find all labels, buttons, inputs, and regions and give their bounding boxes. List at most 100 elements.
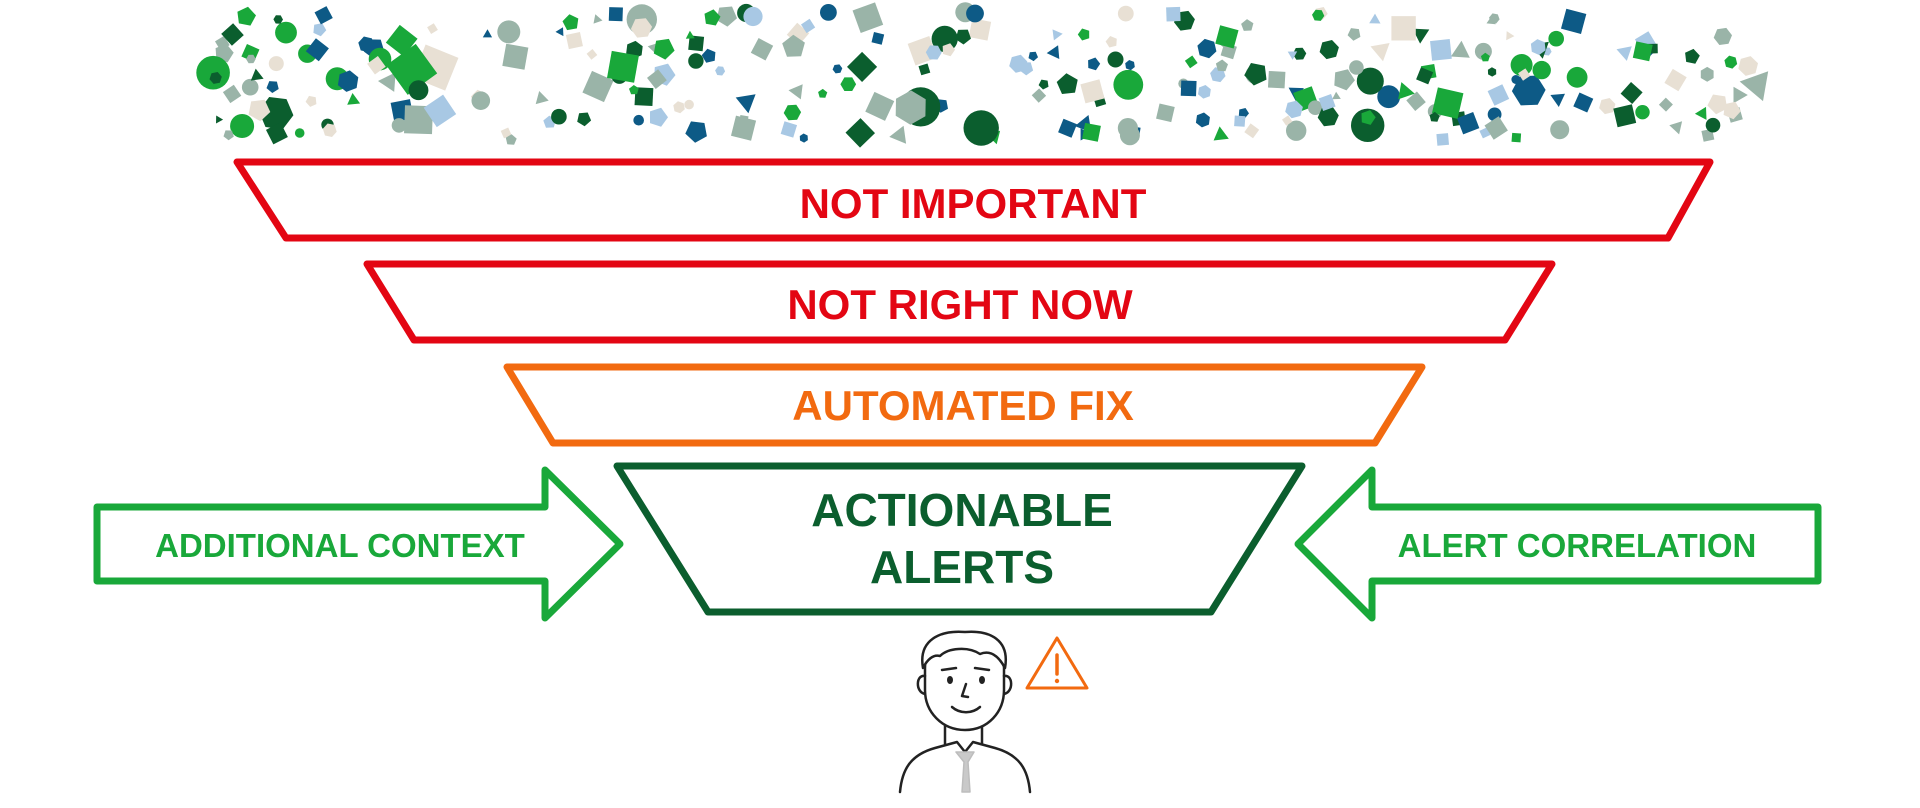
noise-shape xyxy=(209,72,222,84)
noise-shape xyxy=(1213,126,1229,141)
noise-shape xyxy=(314,6,333,25)
funnel-stage-not-important-outline xyxy=(233,158,1714,242)
person-icon xyxy=(898,630,1032,794)
noise-shape xyxy=(782,34,805,57)
noise-shape xyxy=(735,94,756,114)
noise-shape xyxy=(221,23,244,46)
noise-shape xyxy=(265,122,288,145)
noise-shape xyxy=(248,99,271,122)
noise-shape xyxy=(1244,123,1260,139)
noise-shape xyxy=(1244,63,1267,86)
noise-shape xyxy=(386,43,438,95)
noise-shape xyxy=(551,108,567,125)
noise-shape xyxy=(562,14,579,31)
noise-shape xyxy=(1510,54,1533,76)
alert-correlation-label: ALERT CORRELATION xyxy=(1398,527,1757,564)
noise-shape xyxy=(378,72,396,92)
noise-shape xyxy=(275,21,297,44)
noise-shape xyxy=(1416,67,1434,85)
noise-shape xyxy=(1377,85,1401,109)
noise-shape xyxy=(1450,40,1470,58)
noise-shape xyxy=(1058,118,1077,138)
noise-shape xyxy=(942,43,956,57)
noise-shape xyxy=(222,84,242,104)
noise-shape xyxy=(1082,122,1101,142)
noise-shape xyxy=(1613,104,1637,128)
noise-shape xyxy=(1318,94,1336,111)
noise-shape xyxy=(1088,57,1101,71)
funnel-stage-actionable-alerts-outline xyxy=(613,462,1306,616)
noise-shape xyxy=(1267,70,1286,89)
noise-shape xyxy=(305,38,329,62)
noise-shape xyxy=(1215,59,1228,72)
noise-shape xyxy=(1487,67,1497,77)
noise-shape xyxy=(925,45,942,60)
noise-shape xyxy=(688,35,705,52)
noise-shape xyxy=(1184,55,1198,69)
noise-shape xyxy=(1739,71,1769,102)
noise-shape xyxy=(230,114,255,138)
noise-shape xyxy=(268,56,284,72)
noise-shape xyxy=(404,105,433,135)
noise-shape xyxy=(577,112,592,127)
noise-shape xyxy=(1312,9,1325,21)
noise-shape xyxy=(963,110,999,146)
noise-shape xyxy=(685,30,695,39)
noise-shape xyxy=(1285,100,1303,119)
noise-shape xyxy=(608,7,623,22)
noise-shape xyxy=(1694,106,1707,120)
noise-shape xyxy=(1599,98,1616,115)
noise-shape xyxy=(1369,13,1381,24)
noise-shape xyxy=(1658,97,1673,112)
noise-shape xyxy=(871,32,885,45)
additional-context-label: ADDITIONAL CONTEXT xyxy=(155,527,525,564)
funnel-stage-not-important: NOT IMPORTANT xyxy=(233,158,1714,242)
noise-shape xyxy=(852,2,884,33)
noise-shape xyxy=(847,51,878,82)
noise-shape xyxy=(1487,84,1510,106)
noise-shape xyxy=(500,127,512,139)
noise-shape xyxy=(582,70,614,103)
noise-shape xyxy=(347,93,361,105)
noise-shape xyxy=(358,36,375,53)
noise-shape xyxy=(1456,111,1480,135)
noise-shape xyxy=(423,94,457,128)
noise-shape xyxy=(408,80,429,101)
noise-shape xyxy=(1356,67,1384,95)
noise-shape xyxy=(1616,46,1632,61)
noise-shape xyxy=(730,115,757,141)
noise-shape xyxy=(1119,125,1140,146)
noise-shape xyxy=(1077,28,1090,41)
noise-shape xyxy=(780,121,798,138)
noise-shape xyxy=(1370,43,1390,62)
noise-shape xyxy=(1332,91,1341,100)
noise-shape xyxy=(1723,101,1741,120)
noise-shape xyxy=(607,50,639,83)
noise-shape xyxy=(1361,110,1376,125)
noise-shape xyxy=(593,14,603,24)
noise-shape xyxy=(1166,6,1181,22)
noise-shape xyxy=(502,43,529,70)
noise-shape xyxy=(367,55,386,75)
noise-shape xyxy=(313,23,327,37)
noise-shape xyxy=(1197,38,1217,59)
funnel-stage-actionable-alerts: ACTIONABLE ALERTS xyxy=(613,462,1306,616)
noise-shape xyxy=(535,91,549,105)
noise-shape xyxy=(1635,105,1650,120)
noise-shape xyxy=(1052,29,1063,41)
right-arrow-icon xyxy=(93,466,624,622)
noise-shape xyxy=(1620,81,1643,105)
noise-shape xyxy=(1056,73,1078,94)
noise-shape xyxy=(237,6,256,26)
noise-shape xyxy=(322,123,337,137)
noise-shape xyxy=(1349,60,1364,75)
funnel-stage-actionable-alerts-label-line-1: ACTIONABLE xyxy=(811,484,1113,536)
noise-shape xyxy=(673,101,685,114)
noise-shape xyxy=(1107,51,1124,68)
noise-shape xyxy=(865,91,895,121)
noise-shape xyxy=(955,29,971,45)
noise-shape xyxy=(650,107,668,127)
noise-shape xyxy=(241,78,259,96)
noise-shape xyxy=(1198,85,1211,99)
